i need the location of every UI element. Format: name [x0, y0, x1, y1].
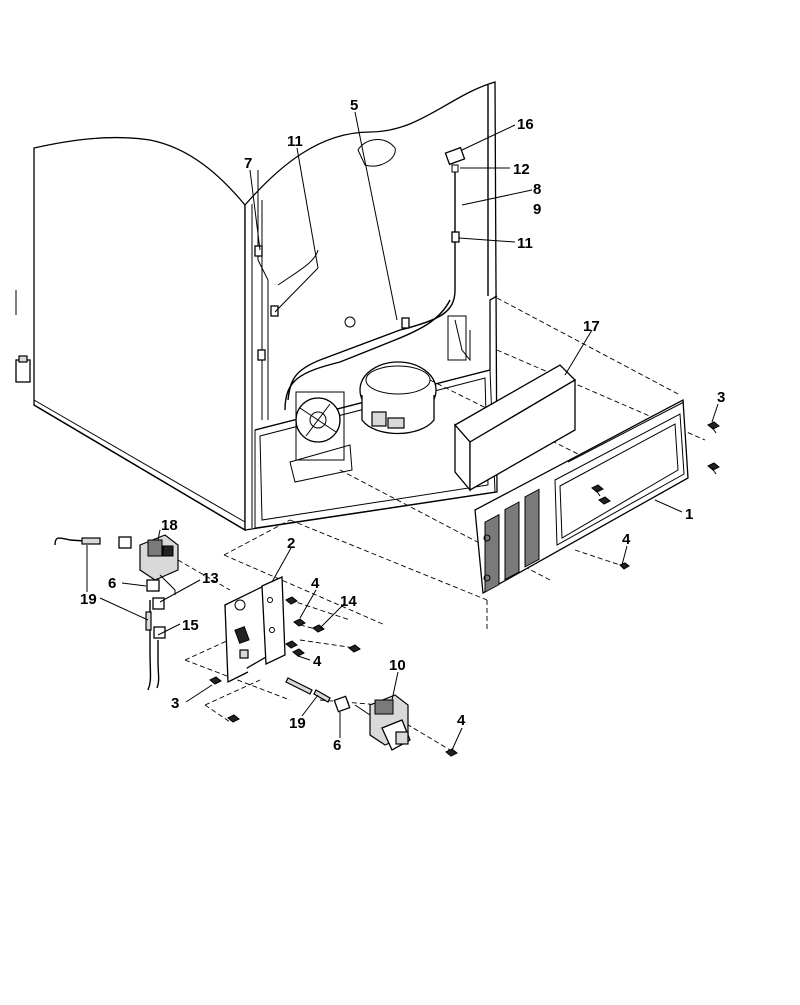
leader-lines [86, 111, 719, 751]
screw [312, 624, 325, 633]
callout-19-lower: 19 [289, 715, 306, 732]
screw [619, 562, 630, 570]
compression-nut [333, 695, 351, 713]
screw [292, 648, 305, 657]
callout-5: 5 [350, 97, 358, 114]
supply-hose [54, 537, 101, 546]
compression-nut [118, 536, 132, 549]
screw [227, 714, 240, 723]
callout-4-cover: 4 [622, 531, 631, 548]
valve-bracket [224, 576, 286, 684]
callout-12: 12 [513, 161, 530, 178]
callout-6-lower: 6 [333, 737, 341, 754]
callout-17: 17 [583, 318, 600, 335]
screw [285, 596, 298, 605]
cover-louvers [484, 488, 540, 593]
screw [598, 496, 611, 505]
screw [293, 618, 306, 627]
callout-10: 10 [389, 657, 406, 674]
screw [591, 484, 604, 497]
insulation-block [453, 364, 577, 492]
callout-11-left: 11 [287, 133, 303, 150]
screw [285, 640, 298, 649]
callout-7: 7 [244, 155, 252, 172]
screws [209, 421, 720, 757]
screw [348, 644, 361, 653]
water-valve-upper [54, 534, 179, 691]
callout-4-bracket-upper: 4 [311, 575, 320, 592]
water-line-fitting [444, 146, 466, 166]
callout-labels: 1 2 3 3 4 4 4 4 5 6 6 7 8 9 10 11 11 12 … [80, 97, 725, 754]
screw [445, 748, 458, 757]
callout-2: 2 [287, 535, 295, 552]
water-line-tube [287, 172, 456, 401]
screw [209, 676, 222, 685]
callout-8: 8 [533, 181, 541, 198]
callout-4-bracket-lower: 4 [313, 653, 322, 670]
callout-13: 13 [202, 570, 219, 587]
callout-16: 16 [517, 116, 534, 133]
callout-18: 18 [161, 517, 178, 534]
callout-9: 9 [533, 201, 541, 218]
callout-3-right: 3 [717, 389, 725, 406]
callout-1: 1 [685, 506, 693, 523]
callout-3-left: 3 [171, 695, 179, 712]
refrigerator-cabinet [15, 81, 498, 532]
tube-insert [285, 677, 313, 695]
callout-4-valve: 4 [457, 712, 466, 729]
cabinet-left-side [33, 136, 246, 532]
screw [707, 462, 720, 475]
callout-6-upper: 6 [108, 575, 116, 592]
callout-14: 14 [340, 593, 357, 610]
access-cover [474, 398, 689, 595]
callout-11-right: 11 [517, 235, 533, 252]
callout-15: 15 [182, 617, 199, 634]
water-valve-lower [285, 677, 411, 751]
callout-19-upper: 19 [80, 591, 97, 608]
screw [707, 421, 720, 434]
